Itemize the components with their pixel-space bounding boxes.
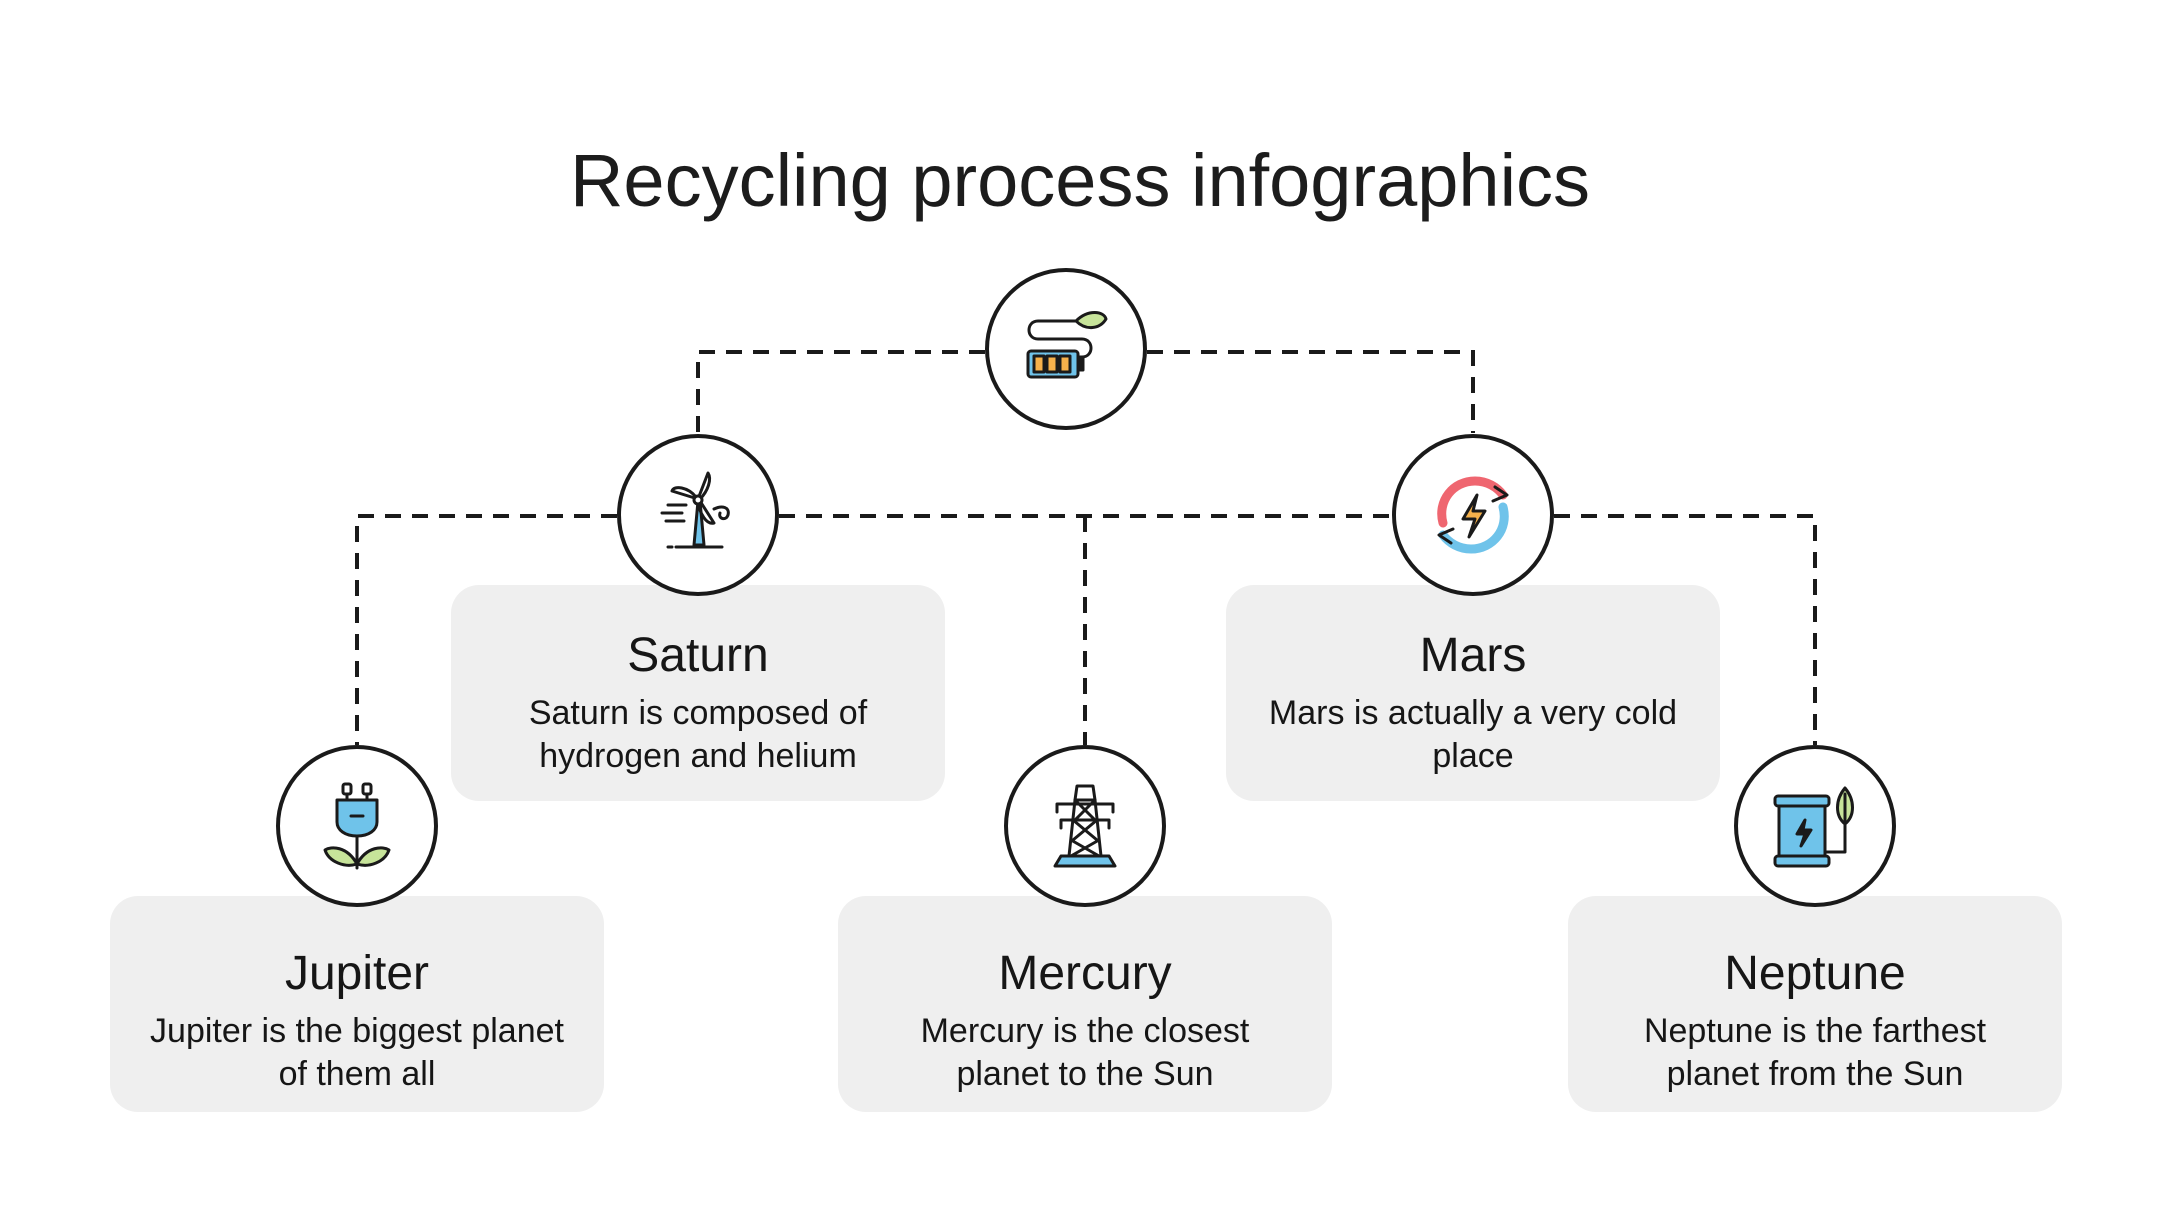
node-saturn	[617, 434, 779, 596]
card-jupiter: Jupiter Jupiter is the biggest planet of…	[110, 896, 604, 1112]
node-mercury	[1004, 745, 1166, 907]
power-tower-icon	[1053, 784, 1117, 868]
card-title: Mercury	[998, 947, 1172, 1000]
slide-title: Recycling process infographics	[569, 139, 1591, 222]
recycle-energy-icon	[1437, 476, 1509, 554]
node-mars	[1392, 434, 1554, 596]
wind-turbine-icon	[660, 471, 730, 549]
card-title: Jupiter	[284, 947, 430, 1000]
connector-root-mars	[1147, 350, 1475, 433]
connector-saturn-jupiter	[355, 514, 617, 745]
card-title: Neptune	[1724, 947, 1906, 1000]
card-description: Neptune is the farthest planet from the …	[1643, 1012, 1987, 1093]
battery-leaf-icon	[1026, 311, 1108, 379]
card-description: Saturn is composed of hydrogen and heliu…	[528, 694, 868, 775]
card-mercury: Mercury Mercury is the closest planet to…	[838, 896, 1332, 1112]
connector-mars-neptune	[1554, 514, 1817, 745]
card-title: Mars	[1419, 629, 1527, 682]
plug-sprout-icon	[323, 782, 391, 870]
eco-battery-icon	[1773, 786, 1854, 868]
card-neptune: Neptune Neptune is the farthest planet f…	[1568, 896, 2062, 1112]
connector-root-saturn	[696, 350, 985, 433]
card-description: Mercury is the closest planet to the Sun	[920, 1012, 1250, 1093]
card-description: Jupiter is the biggest planet of them al…	[150, 1012, 564, 1093]
node-neptune	[1734, 745, 1896, 907]
node-jupiter	[276, 745, 438, 907]
node-root	[985, 268, 1147, 430]
card-title: Saturn	[627, 629, 769, 682]
card-saturn: Saturn Saturn is composed of hydrogen an…	[451, 585, 945, 801]
card-mars: Mars Mars is actually a very cold place	[1226, 585, 1720, 801]
card-description: Mars is actually a very cold place	[1268, 694, 1678, 775]
